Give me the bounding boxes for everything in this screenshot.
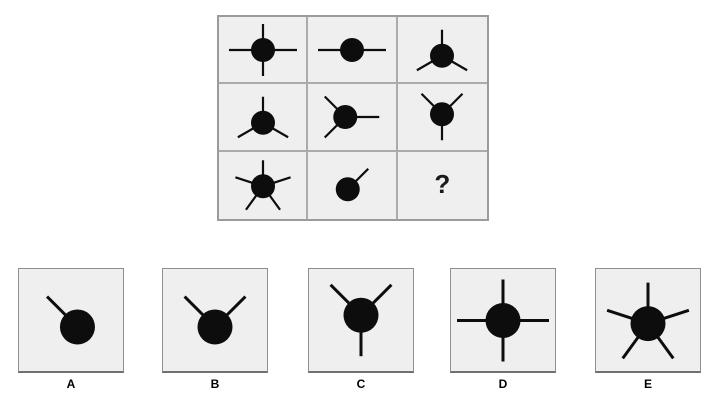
figure-r3c1 (219, 153, 306, 217)
puzzle-grid: ? (217, 15, 489, 221)
grid-cell-r1c1 (219, 17, 309, 85)
grid-cell-r1c3 (397, 17, 487, 85)
option-e[interactable] (595, 268, 701, 373)
grid-cell-r1c2 (308, 17, 398, 85)
grid-cell-r2c2 (308, 84, 398, 152)
option-label-b: B (210, 377, 220, 391)
option-c[interactable] (308, 268, 414, 373)
figure-r1c3 (398, 18, 486, 82)
figure-option-c (309, 270, 413, 371)
figure-r3c2 (308, 153, 395, 217)
option-label-a: A (66, 377, 76, 391)
grid-cell-r3c2 (308, 151, 398, 219)
grid-cell-r2c3 (397, 84, 487, 152)
figure-r1c1 (219, 18, 306, 82)
option-label-c: C (356, 377, 366, 391)
option-label-e: E (643, 377, 652, 391)
figure-r1c2 (308, 18, 395, 82)
figure-r2c2 (308, 85, 395, 149)
figure-option-b (163, 270, 267, 371)
option-label-d: D (498, 377, 508, 391)
figure-option-e (596, 270, 700, 371)
grid-cell-r2c1 (219, 84, 309, 152)
figure-option-d (451, 270, 555, 371)
figure-r2c3 (398, 85, 486, 149)
grid-cell-r3c3-unknown: ? (397, 151, 487, 219)
option-d[interactable] (450, 268, 556, 373)
option-b[interactable] (162, 268, 268, 373)
figure-r2c1 (219, 85, 306, 149)
question-mark: ? (434, 169, 451, 200)
grid-cell-r3c1 (219, 151, 309, 219)
option-a[interactable] (18, 268, 124, 373)
figure-option-a (19, 270, 123, 371)
